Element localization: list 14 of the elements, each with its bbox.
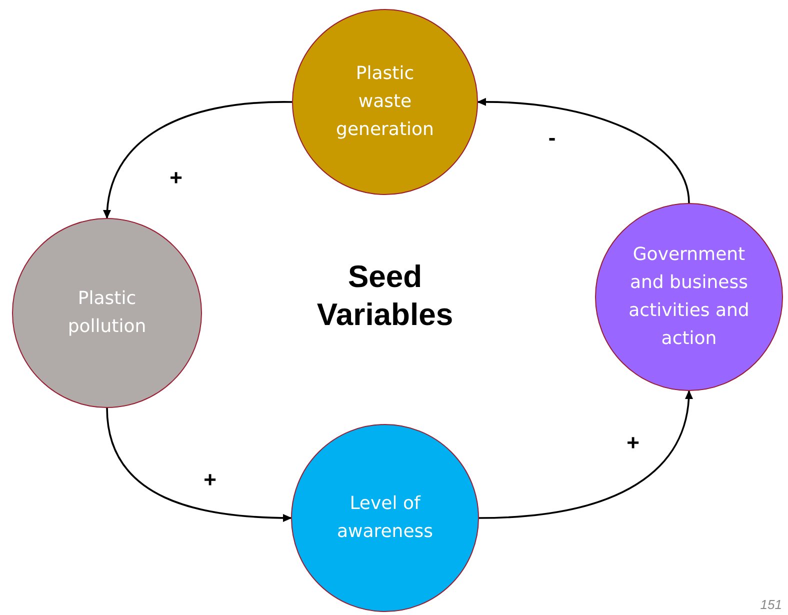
edge-label: - [548,127,556,149]
arrow [104,101,292,219]
node-text: Government and business activities and action [628,243,750,351]
node-text: Plastic pollution [66,287,148,339]
arrow [477,98,690,204]
node-text: Level of awareness [336,492,434,544]
arrow [478,390,692,519]
arrow [106,408,292,522]
edge-label: + [170,167,182,189]
node-text: Plastic waste generation [335,62,435,142]
edge-label: + [626,432,640,454]
edge-label: + [204,469,216,491]
title: Seed Variables [316,258,454,334]
page-number: 151 [760,596,782,614]
